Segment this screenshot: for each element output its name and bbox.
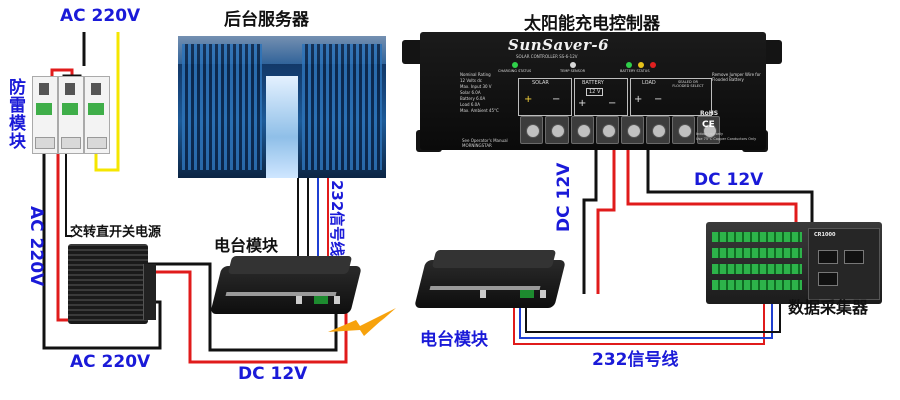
terminal-block xyxy=(520,116,720,146)
temp-sensor-led xyxy=(570,62,576,68)
battery-section xyxy=(574,78,628,116)
ac-input-yellow-wire xyxy=(94,32,120,172)
dc-controller-to-logger-black xyxy=(646,150,814,228)
power-supply-label: 交转直开关电源 xyxy=(70,225,162,240)
terminal-screw xyxy=(621,116,645,144)
data-logger-label: 数据采集器 xyxy=(788,298,869,317)
solar-charge-controller-device: SunSaver-6 SOLAR CONTROLLER SS-6-12V CHA… xyxy=(402,32,782,158)
ac-dc-power-supply-device xyxy=(68,244,156,328)
terminal-screw xyxy=(646,116,670,144)
surge-protector-label: 防雷模块 xyxy=(5,78,25,150)
solar-section xyxy=(518,78,572,116)
server-room-image xyxy=(178,36,386,178)
signal-vertical-label: 232信号线 xyxy=(328,180,346,257)
terminal-screw xyxy=(696,116,720,144)
load-section xyxy=(630,78,712,116)
terminal-screw xyxy=(545,116,569,144)
battery-voltage: 12 V xyxy=(586,88,604,96)
radio-right-label: 电台模块 xyxy=(420,330,488,350)
rating-info: Nominal Rating 12 Volts dc Max. Input 30… xyxy=(460,72,499,113)
solar-plus-icon: + xyxy=(524,94,533,105)
surge-module-1 xyxy=(32,76,58,154)
battery-status-label: BATTERY STATUS xyxy=(620,69,650,73)
logger-model: CR1000 xyxy=(814,232,836,238)
radio-to-logger-red xyxy=(513,300,765,345)
ac-surge-to-psu-black xyxy=(42,150,162,350)
load-plus-icon: + xyxy=(634,94,643,105)
terminal-screw xyxy=(595,116,619,144)
ce-mark: CE xyxy=(702,120,715,130)
ac-left-label: AC 220V xyxy=(26,206,46,287)
battery-status-led-yellow xyxy=(638,62,644,68)
surge-module-2 xyxy=(58,76,84,154)
charging-status-label: CHARGING STATUS xyxy=(498,69,532,73)
terminal-screw xyxy=(520,116,544,144)
surge-protector-device xyxy=(32,76,110,154)
ac-bottom-label: AC 220V xyxy=(70,352,151,372)
battery-status-led-green xyxy=(626,62,632,68)
battery-plus-icon: + xyxy=(578,98,587,109)
solar-controller-label: 太阳能充电控制器 xyxy=(524,14,660,34)
dc-controller-to-radio-black xyxy=(582,150,598,294)
battery-minus-icon: − xyxy=(608,98,617,109)
charging-status-led xyxy=(512,62,518,68)
load-minus-icon: − xyxy=(654,94,663,105)
radio-module-left-device xyxy=(210,256,366,318)
backend-server-label: 后台服务器 xyxy=(224,10,309,30)
load-label: LOAD xyxy=(642,80,656,86)
ac-top-label: AC 220V xyxy=(60,6,141,26)
dc-controller-to-radio-red xyxy=(596,150,616,294)
ac-surge-to-psu-red xyxy=(56,150,68,322)
signal-bottom-label: 232信号线 xyxy=(592,350,679,370)
sealed-flooded-label: SEALED OR FLOODED SELECT xyxy=(672,80,704,88)
rohs-mark: RoHS xyxy=(700,110,719,117)
terminal-screw xyxy=(671,116,695,144)
controller-brand: SunSaver-6 xyxy=(508,36,610,54)
radio-to-logger-blue xyxy=(519,300,773,339)
dc-controller-to-logger-red xyxy=(626,150,798,228)
battery-status-led-red xyxy=(650,62,656,68)
data-logger-device: CR1000 xyxy=(706,222,884,306)
jumper-remove-note: Remove Jumper Wire for Flooded Battery xyxy=(712,72,761,82)
terminal-screw xyxy=(570,116,594,144)
controller-subtitle: SOLAR CONTROLLER SS-6-12V xyxy=(516,54,578,59)
dc-psu-to-radio-red xyxy=(148,270,348,364)
dc-vertical-label: DC 12V xyxy=(554,162,574,232)
battery-label: BATTERY xyxy=(582,80,604,86)
wireless-link xyxy=(328,308,396,336)
radio-left-label: 电台模块 xyxy=(214,236,279,255)
surge-module-3 xyxy=(84,76,110,154)
psu-ac-return-black xyxy=(65,150,72,237)
temp-sensor-label: TEMP SENSOR xyxy=(560,69,586,73)
dc-bottom-label: DC 12V xyxy=(238,364,308,384)
solar-label: SOLAR xyxy=(532,80,549,86)
radio-to-logger-black xyxy=(525,300,781,333)
dc-right-label: DC 12V xyxy=(694,170,764,190)
radio-module-right-device xyxy=(414,250,570,312)
solar-minus-icon: − xyxy=(552,94,561,105)
